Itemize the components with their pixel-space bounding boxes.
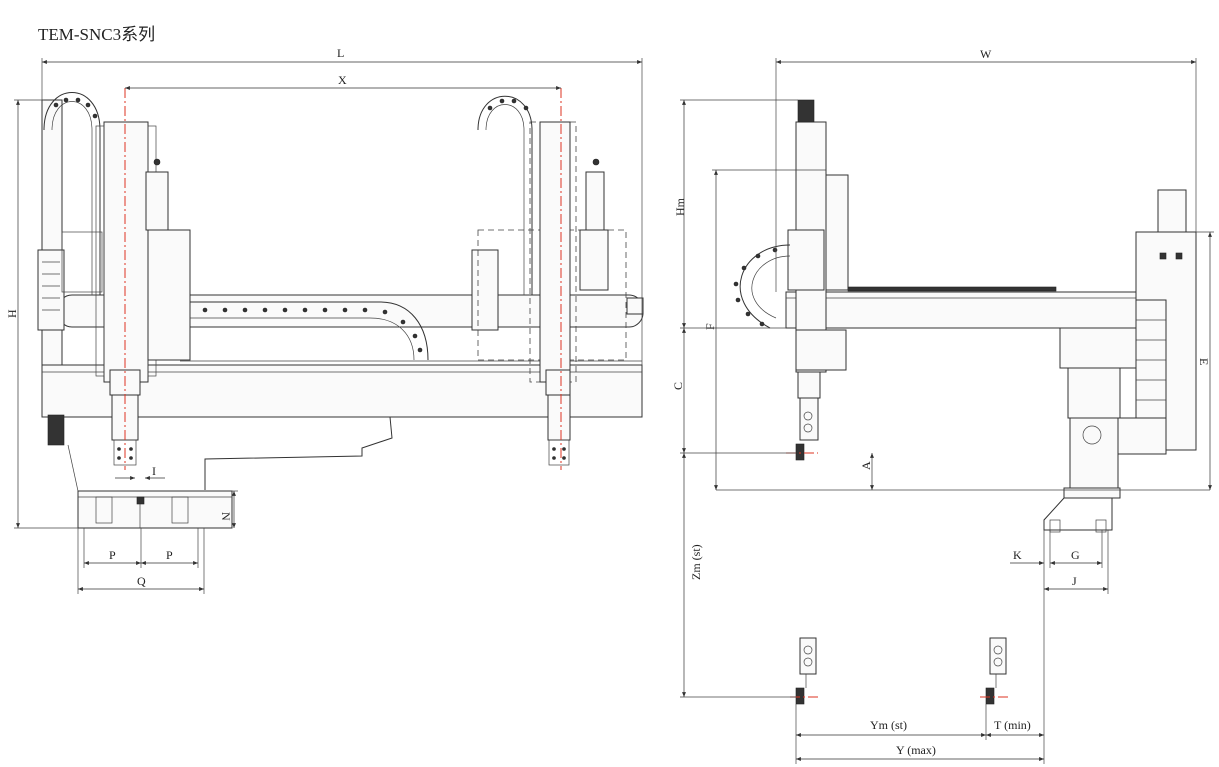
dim-N xyxy=(232,490,238,528)
side-gripper-lower-right xyxy=(980,637,1010,705)
dim-L xyxy=(41,58,643,365)
label-P-right: P xyxy=(166,548,173,562)
dim-Zm xyxy=(680,453,796,698)
label-Zm: Zm (st) xyxy=(689,544,703,580)
label-E: E xyxy=(1197,358,1211,365)
side-motor xyxy=(1157,189,1187,233)
front-beam-drag-chain xyxy=(190,301,429,361)
side-horizontal-arm xyxy=(785,291,1139,329)
dim-F xyxy=(712,169,826,490)
dim-Ym-T-Y xyxy=(795,704,1044,764)
label-A: A xyxy=(859,461,873,470)
dim-E xyxy=(1196,231,1214,490)
label-P-left: P xyxy=(109,548,116,562)
front-gripper-2 xyxy=(547,394,571,441)
label-N: N xyxy=(219,512,233,521)
dim-K-G-J xyxy=(1010,530,1109,764)
label-K: K xyxy=(1013,548,1022,562)
label-I: I xyxy=(152,464,156,478)
front-view: L X H I N P xyxy=(5,46,644,594)
label-Hm: Hm xyxy=(673,197,687,216)
front-vertical-slide-1 xyxy=(103,121,149,383)
label-X: X xyxy=(338,73,347,87)
label-F: F xyxy=(703,323,717,330)
side-base-column xyxy=(1069,417,1119,489)
dim-A xyxy=(716,453,1210,491)
label-G: G xyxy=(1071,548,1080,562)
front-lower-support xyxy=(120,416,393,490)
label-C: C xyxy=(671,382,685,390)
front-right-carriage xyxy=(471,249,499,331)
side-gripper xyxy=(799,397,819,441)
front-left-carriage xyxy=(37,249,65,331)
label-Q: Q xyxy=(137,574,146,588)
label-J: J xyxy=(1072,574,1077,588)
side-base-foot xyxy=(1043,497,1113,531)
dim-H xyxy=(14,99,78,529)
label-Y: Y (max) xyxy=(896,743,936,757)
front-vertical-slide-2 xyxy=(539,121,571,383)
label-W: W xyxy=(980,47,992,61)
dim-C xyxy=(680,328,796,454)
label-T: T (min) xyxy=(994,718,1031,732)
front-left-drag-chain xyxy=(53,97,98,119)
drawing-title: TEM-SNC3系列 xyxy=(38,25,156,44)
label-L: L xyxy=(337,46,344,60)
dim-W xyxy=(775,58,1197,292)
dim-P-Q xyxy=(77,528,205,594)
side-view: W Hm F C A E xyxy=(671,47,1214,764)
label-H: H xyxy=(5,309,19,318)
dim-Hm xyxy=(680,99,798,329)
side-drag-chain xyxy=(739,244,791,329)
side-gripper-lower-left xyxy=(790,637,820,705)
front-base-plate xyxy=(77,490,233,529)
label-Ym: Ym (st) xyxy=(870,718,907,732)
